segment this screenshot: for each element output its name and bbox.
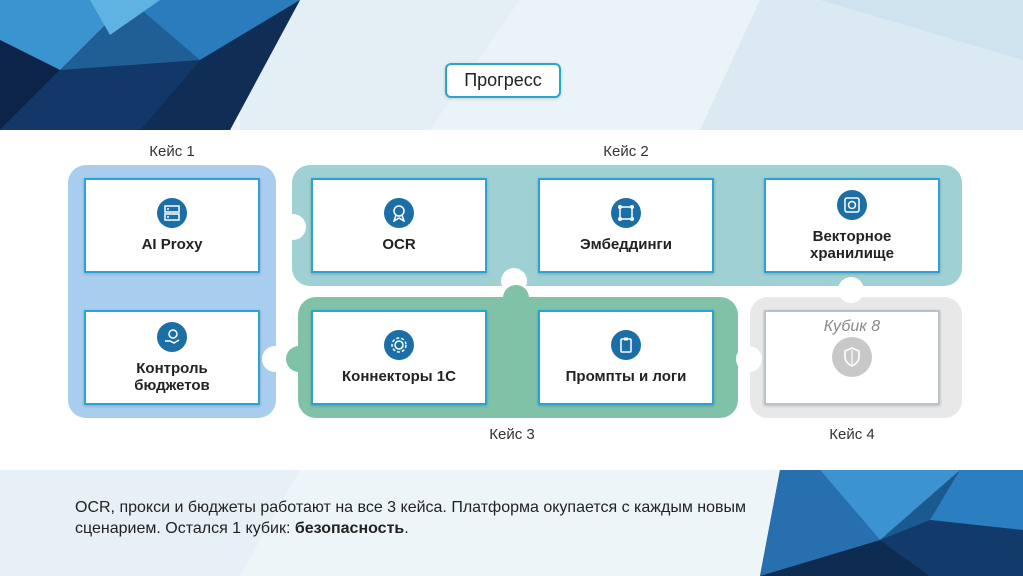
clipboard-icon [611, 330, 641, 360]
case-2-label: Кейс 2 [603, 143, 649, 160]
card-label: Контроль бюджетов [134, 359, 210, 394]
ocr-badge-icon [384, 198, 414, 228]
connector-knob [286, 346, 312, 372]
connector-knob [262, 346, 288, 372]
card-label: AI Proxy [141, 236, 203, 253]
card-label: Промпты и логи [565, 368, 687, 385]
card-label: Эмбеддинги [580, 236, 672, 253]
connector-knob [736, 346, 762, 372]
connector-knob [838, 277, 864, 303]
card-ocr[interactable]: OCR [311, 178, 487, 273]
case-1-label: Кейс 1 [149, 143, 195, 160]
card-embeddings[interactable]: Эмбеддинги [538, 178, 714, 273]
card-prompts-logs[interactable]: Промпты и логи [538, 310, 714, 405]
card-ai-proxy[interactable]: AI Proxy [84, 178, 260, 273]
shield-icon [832, 336, 872, 377]
summary-bold: безопасность [294, 520, 405, 537]
card-label: Векторное хранилище [810, 227, 894, 262]
gear-icon [384, 330, 414, 360]
card-vector-store[interactable]: Векторное хранилище [764, 178, 940, 273]
summary-end: . [404, 520, 409, 537]
card-cube-8[interactable]: Кубик 8 [764, 310, 940, 405]
storage-icon [837, 189, 867, 220]
case-3-label: Кейс 3 [489, 426, 535, 443]
cube-8-label: Кубик 8 [823, 318, 881, 335]
summary-main: OCR, прокси и бюджеты работают на все 3 … [75, 499, 747, 537]
connector-knob [503, 285, 529, 311]
card-label: OCR [382, 236, 416, 253]
nodes-icon [611, 198, 641, 228]
card-connectors-1c[interactable]: Коннекторы 1С [311, 310, 487, 405]
connector-knob [280, 214, 306, 240]
server-icon [157, 198, 187, 228]
page-title: Прогресс [445, 63, 561, 98]
card-budget-control[interactable]: Контроль бюджетов [84, 310, 260, 405]
card-label: Коннекторы 1С [342, 368, 456, 385]
case-4-label: Кейс 4 [829, 426, 875, 443]
summary-text: OCR, прокси и бюджеты работают на все 3 … [75, 497, 765, 539]
coin-hand-icon [157, 321, 187, 352]
